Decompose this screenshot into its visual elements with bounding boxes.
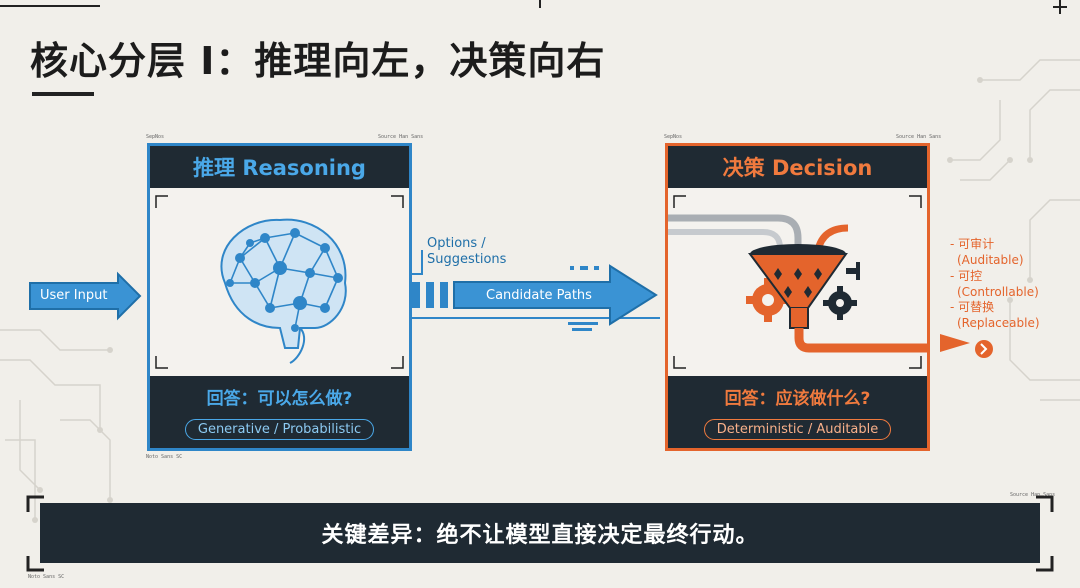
reasoning-micro-tl: SepNos: [146, 134, 164, 140]
outcome-replaceable-cn: - 可替换: [950, 300, 994, 316]
outcome-auditable-en: (Auditable): [957, 253, 1024, 269]
footer-micro-left: Noto Sans SC: [28, 574, 64, 580]
options-label-line1: Options /: [427, 236, 486, 252]
reasoning-panel-footer: 回答：可以怎么做? Generative / Probabilistic: [150, 376, 409, 448]
title-underline: [32, 92, 94, 96]
decision-micro-tr: Source Han Sans: [896, 134, 941, 140]
reasoning-panel: 推理 Reasoning: [147, 143, 412, 451]
slide-title: 核心分层 I：推理向左，决策向右: [30, 30, 605, 85]
decision-tag: Deterministic / Auditable: [704, 419, 892, 440]
key-difference-banner: 关键差异：绝不让模型直接决定最终行动。: [40, 503, 1040, 563]
decision-panel-body: [668, 188, 927, 376]
brain-network-icon: [150, 188, 409, 376]
outcome-replaceable-en: (Replaceable): [957, 316, 1040, 332]
options-label-line2: Suggestions: [427, 252, 506, 268]
outcome-controllable-cn: - 可控: [950, 269, 982, 285]
reasoning-tag: Generative / Probabilistic: [185, 419, 374, 440]
candidate-paths-label: Candidate Paths: [486, 288, 592, 304]
decision-panel-title: 决策 Decision: [668, 146, 927, 188]
funnel-icon: [668, 188, 927, 376]
decision-panel-footer: 回答：应该做什么? Deterministic / Auditable: [668, 376, 927, 448]
reasoning-panel-body: [150, 188, 409, 376]
user-input-label: User Input: [40, 288, 107, 304]
key-difference-text: 关键差异：绝不让模型直接决定最终行动。: [321, 517, 758, 549]
reasoning-micro-bl: Noto Sans SC: [146, 454, 182, 460]
outcome-auditable-cn: - 可审计: [950, 237, 994, 253]
decision-micro-tl: SepNos: [664, 134, 682, 140]
reasoning-micro-tr: Source Han Sans: [378, 134, 423, 140]
footer-micro-right: Source Han Sans: [1010, 492, 1055, 498]
decision-answer: 回答：应该做什么?: [725, 384, 871, 409]
outcome-controllable-en: (Controllable): [957, 285, 1039, 301]
decision-panel: 决策 Decision: [665, 143, 930, 451]
reasoning-panel-title: 推理 Reasoning: [150, 146, 409, 188]
reasoning-answer: 回答：可以怎么做?: [207, 384, 353, 409]
